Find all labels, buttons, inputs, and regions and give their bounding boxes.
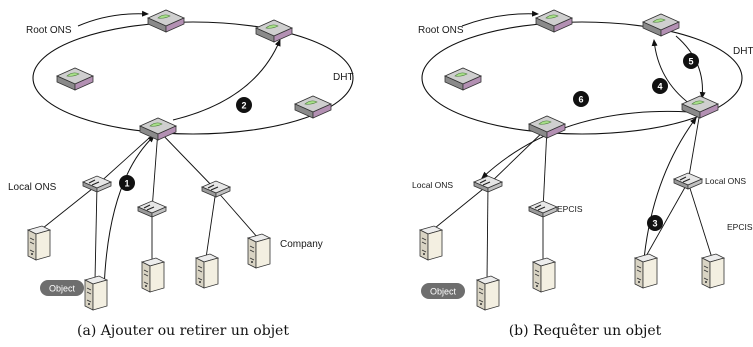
svg-text:1: 1: [124, 179, 129, 189]
object-pill-a: Object: [40, 280, 84, 296]
router-right-b: [681, 95, 719, 119]
server-2-b: [476, 275, 500, 311]
epcis-label-left-b: EPCIS: [557, 204, 583, 214]
local-ons-label-a: Local ONS: [8, 182, 57, 193]
arrow-step-6: [481, 110, 691, 179]
server-1-b: [419, 225, 443, 261]
switch-local-ons-a: [82, 175, 112, 193]
dht-label-b: DHT: [733, 46, 753, 57]
local-ons-label-left-b: Local ONS: [412, 180, 453, 190]
arrow-root-to-ring-a: [77, 10, 149, 27]
arrow-step-4: [651, 39, 691, 105]
router-top-a: [147, 9, 185, 33]
step-badge-5: 5: [683, 53, 699, 69]
svg-text:3: 3: [652, 219, 657, 229]
router-root-ons-b: [444, 67, 482, 91]
step-badge-1: 1: [119, 175, 135, 191]
svg-text:4: 4: [657, 82, 662, 92]
router-right-a: [294, 95, 332, 119]
step-badge-4: 4: [652, 78, 668, 94]
svg-text:Object: Object: [49, 284, 76, 294]
switch-mid-a: [137, 200, 167, 218]
svg-text:2: 2: [241, 101, 246, 111]
epcis-label-right-b: EPCIS: [727, 222, 753, 232]
server-3-b: [532, 257, 556, 293]
arrow-root-to-ring-b: [461, 10, 539, 27]
local-ons-label-right-b: Local ONS: [705, 176, 746, 186]
dht-ring-a: [32, 21, 354, 135]
arrow-step-1: [103, 135, 155, 291]
switch-right-a: [201, 180, 231, 198]
router-top-right-b: [642, 13, 680, 37]
server-3-a: [141, 257, 165, 293]
root-ons-label-b: Root ONS: [418, 25, 464, 36]
step-badge-2: 2: [236, 97, 252, 113]
arrow-step-3: [642, 117, 697, 271]
server-4-a: [195, 253, 219, 289]
step-badge-6: 6: [573, 91, 589, 107]
server-5-a: [247, 233, 271, 269]
caption-a: (a) Ajouter ou retirer un objet: [77, 323, 289, 339]
router-root-ons-a: [56, 67, 94, 91]
server-2-a: [84, 275, 108, 311]
panel-b: 3 4 5 6 Root ONS DHT Local ONS EPCIS Loc…: [412, 9, 753, 339]
router-top-right-a: [255, 19, 293, 43]
dht-ring-b: [421, 21, 743, 135]
router-top-b: [535, 9, 573, 33]
server-5-b: [701, 253, 725, 289]
router-company-a: [139, 117, 177, 141]
company-label-a: Company: [280, 239, 323, 250]
switch-epcis-left-b: [528, 200, 558, 218]
svg-text:6: 6: [578, 95, 583, 105]
arrow-step-2: [172, 39, 281, 121]
root-ons-label-a: Root ONS: [26, 25, 72, 36]
switch-local-ons-right-b: [673, 172, 703, 190]
server-1-a: [27, 225, 51, 261]
dht-label-a: DHT: [333, 72, 354, 83]
svg-text:5: 5: [688, 57, 693, 67]
switch-local-ons-left-b: [473, 175, 503, 193]
server-4-b: [634, 253, 658, 289]
svg-text:Object: Object: [430, 287, 457, 297]
router-center-b: [528, 115, 566, 139]
caption-b: (b) Requêter un objet: [509, 323, 662, 339]
panel-a: 1 2 Root ONS DHT Local ONS Company Objec…: [8, 9, 354, 339]
object-pill-b: Object: [421, 283, 465, 299]
step-badge-3: 3: [647, 215, 663, 231]
